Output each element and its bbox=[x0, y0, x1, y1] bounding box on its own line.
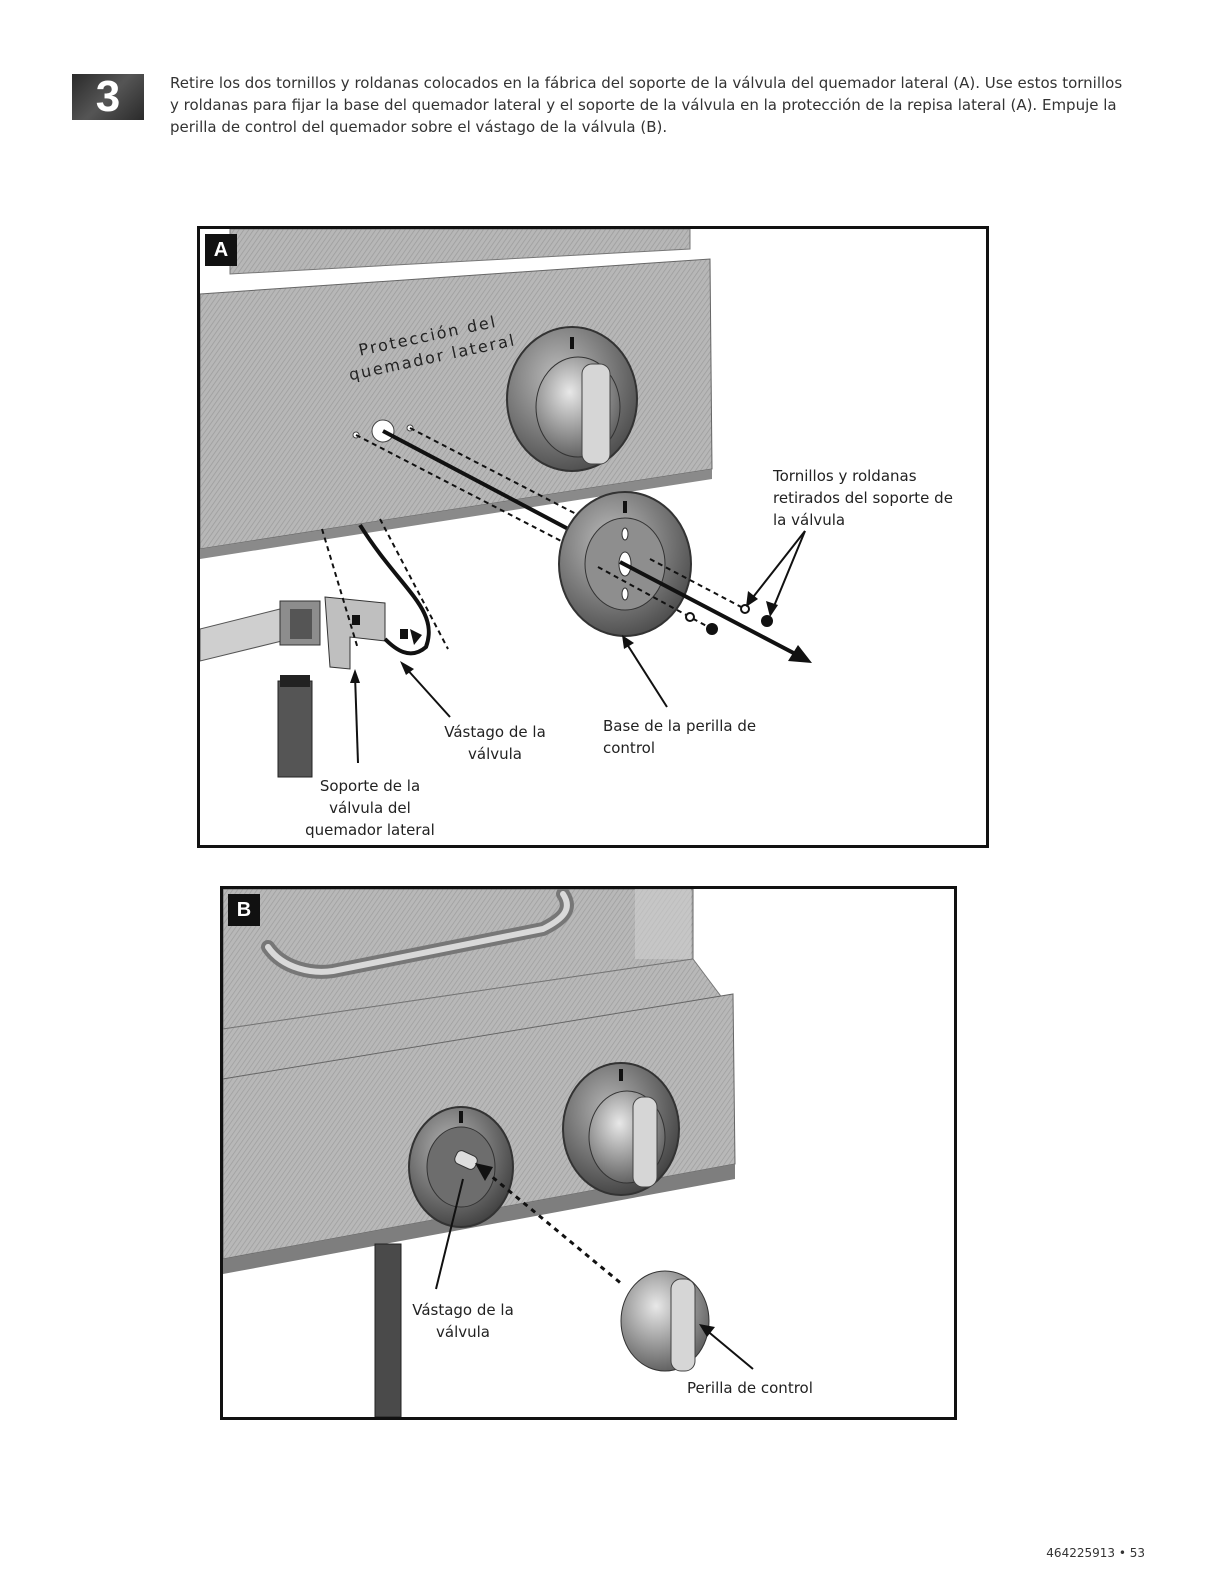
panel-letter-b: B bbox=[228, 894, 260, 926]
illustration-side-burner-assembly bbox=[200, 229, 812, 778]
label-valve-bracket: Soporte de la válvula del quemador later… bbox=[305, 777, 435, 839]
figure-panel-b: B Vástago de la válvula Perilla de contr… bbox=[220, 886, 957, 1420]
page-number: 464225913 • 53 bbox=[1046, 1546, 1145, 1560]
label-knob-base: Base de la perilla de control bbox=[603, 717, 757, 757]
label-valve-stem: Vástago de la válvula bbox=[444, 723, 546, 763]
step-instructions: Retire los dos tornillos y roldanas colo… bbox=[170, 74, 1123, 136]
panel-letter-a: A bbox=[205, 234, 237, 266]
step-number-badge: 3 bbox=[72, 74, 144, 120]
label-screws-washers: Tornillos y roldanas retirados del sopor… bbox=[773, 467, 953, 529]
figure-panel-a: A Protección del quemador lateral Tornil… bbox=[197, 226, 989, 848]
label-control-knob: Perilla de control bbox=[687, 1379, 813, 1397]
label-valve-stem-b: Vástago de la válvula bbox=[412, 1301, 514, 1341]
illustration-knob-installation bbox=[223, 889, 754, 1417]
